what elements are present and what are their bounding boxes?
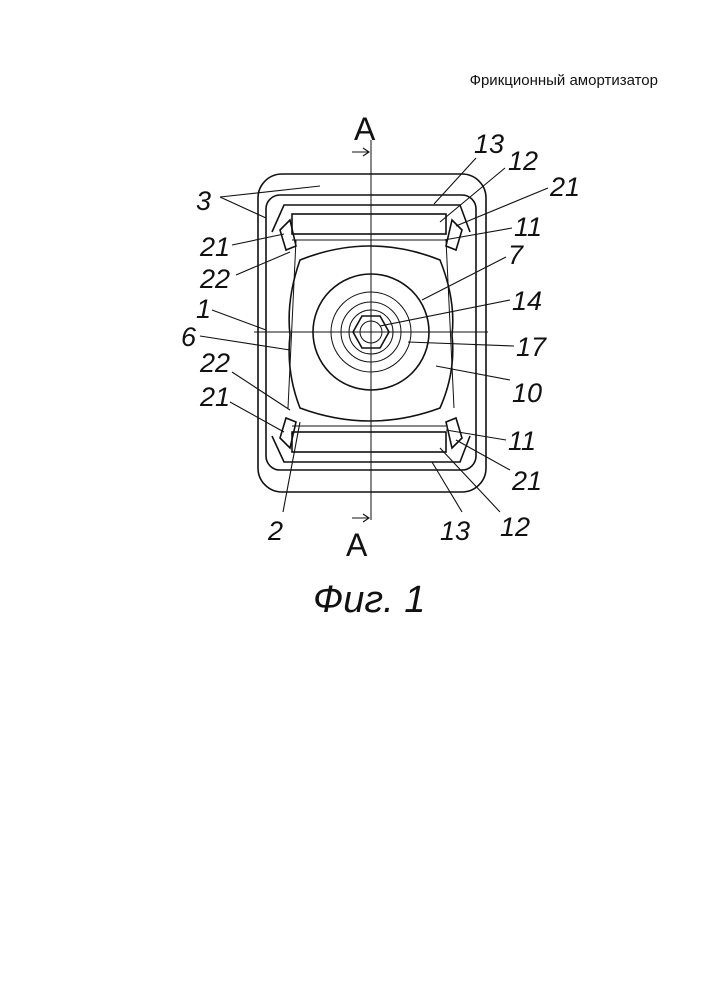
bottom-friction-plate bbox=[292, 432, 446, 452]
callout-10: 10 bbox=[512, 378, 542, 408]
leader-11-top bbox=[444, 228, 512, 240]
figure-caption: Фиг. 1 bbox=[313, 579, 425, 621]
callout-21-bottom-right: 21 bbox=[511, 466, 542, 496]
section-label-bottom: A bbox=[346, 527, 368, 563]
callout-22-bottom-left: 22 bbox=[199, 348, 230, 378]
callout-17: 17 bbox=[516, 332, 547, 362]
leader-21-bl bbox=[230, 402, 284, 432]
callout-21-top-left: 21 bbox=[199, 232, 230, 262]
callout-14: 14 bbox=[512, 286, 542, 316]
leader-7 bbox=[422, 257, 506, 300]
callout-22-top-left: 22 bbox=[199, 264, 230, 294]
bottom-wedge-right bbox=[446, 418, 462, 448]
leader-22-tl bbox=[236, 252, 290, 275]
leader-22-bl bbox=[232, 372, 290, 410]
callout-11-top: 11 bbox=[514, 212, 542, 242]
top-wedge-left bbox=[280, 220, 296, 250]
callout-2: 2 bbox=[267, 516, 283, 546]
callout-11-bottom: 11 bbox=[508, 426, 536, 456]
leader-3b bbox=[220, 197, 266, 218]
leader-12-bot bbox=[440, 448, 500, 512]
callout-12-top: 12 bbox=[508, 146, 538, 176]
leader-17 bbox=[408, 342, 514, 346]
section-label-top: A bbox=[354, 111, 376, 147]
callout-3: 3 bbox=[196, 186, 211, 216]
callout-7: 7 bbox=[508, 240, 524, 270]
top-friction-plate bbox=[292, 214, 446, 234]
callout-13-bottom: 13 bbox=[440, 516, 470, 546]
callout-21-bottom-left: 21 bbox=[199, 382, 230, 412]
leader-10 bbox=[436, 366, 510, 380]
leader-21-br bbox=[456, 440, 510, 470]
bottom-wedge-left bbox=[280, 418, 296, 448]
callout-6: 6 bbox=[181, 322, 197, 352]
callout-12-bottom: 12 bbox=[500, 512, 530, 542]
callout-1: 1 bbox=[196, 294, 211, 324]
callout-13-top: 13 bbox=[474, 129, 504, 159]
callout-21-top-right: 21 bbox=[549, 172, 580, 202]
